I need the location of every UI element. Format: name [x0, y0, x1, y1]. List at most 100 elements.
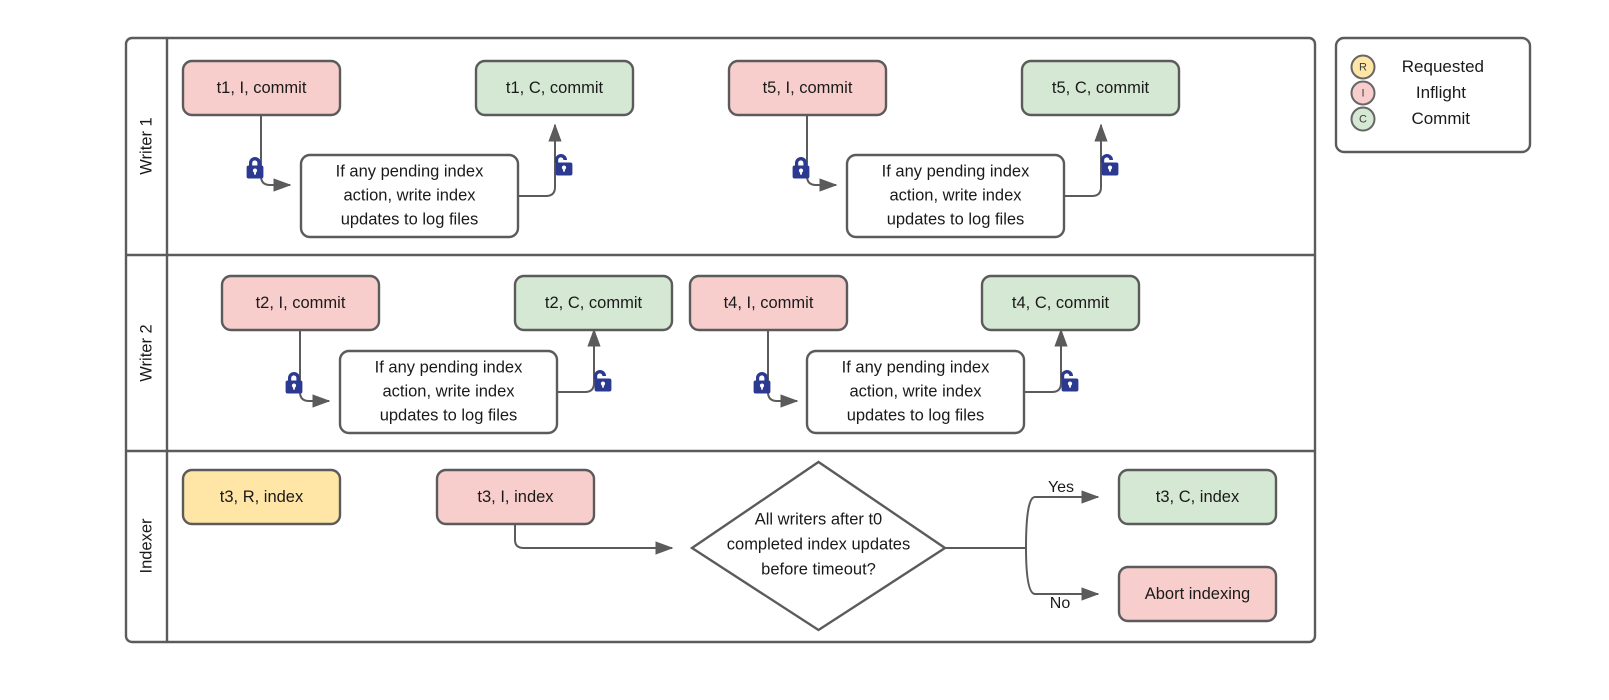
- node-shape[interactable]: [220, 274, 381, 332]
- node-label-line-3: updates to log files: [887, 210, 1025, 228]
- node-w1-process-2[interactable]: If any pending index action, write index…: [845, 153, 1066, 239]
- node-w2-t4-inflight[interactable]: t4, I, commit: [688, 274, 849, 332]
- edge-w1-process2-to-commit: [1064, 123, 1108, 197]
- lane-indexer: Yes No t3, R, index t3, I, index All wri…: [181, 460, 1278, 632]
- edge-w1-t5-to-process: [806, 115, 838, 192]
- lane-label-writer-2: Writer 2: [137, 324, 155, 381]
- node-label-line-2: action, write index: [889, 186, 1022, 204]
- node-indexer-abort[interactable]: Abort indexing: [1117, 565, 1278, 623]
- node-label: t3, C, index: [1156, 488, 1240, 506]
- node-label-line-2: action, write index: [849, 382, 982, 400]
- node-indexer-inflight[interactable]: t3, I, index: [435, 468, 596, 526]
- node-shape[interactable]: [689, 460, 948, 632]
- edge-w2-process2-to-commit: [1025, 328, 1068, 393]
- node-label: t2, I, commit: [256, 294, 346, 312]
- edge-w1-t1-to-process: [260, 115, 292, 192]
- node-shape[interactable]: [727, 59, 888, 117]
- node-label: t1, C, commit: [506, 79, 604, 97]
- node-shape[interactable]: [299, 153, 520, 239]
- node-indexer-decision[interactable]: All writers after t0 completed index upd…: [689, 460, 948, 632]
- edge-decision-yes: [1025, 490, 1100, 549]
- node-label: t3, R, index: [220, 488, 304, 506]
- node-label: t5, C, commit: [1052, 79, 1150, 97]
- node-shape[interactable]: [1117, 468, 1278, 526]
- node-w2-t4-commit[interactable]: t4, C, commit: [980, 274, 1141, 332]
- lane-label-indexer: Indexer: [137, 518, 155, 574]
- node-w2-t2-commit[interactable]: t2, C, commit: [513, 274, 674, 332]
- node-label: t4, I, commit: [724, 294, 814, 312]
- lock-closed-icon: [285, 372, 303, 394]
- edge-w2-process-to-commit: [557, 328, 601, 393]
- node-label: t1, I, commit: [217, 79, 307, 97]
- pool: Writer 1 Writer 2 Indexer: [124, 36, 1317, 644]
- legend-item-commit: C Commit: [1350, 106, 1470, 132]
- node-label-line-3: updates to log files: [380, 406, 518, 424]
- edge-label-no: No: [1050, 595, 1071, 612]
- node-shape[interactable]: [435, 468, 596, 526]
- legend-item-inflight: I Inflight: [1350, 80, 1466, 106]
- node-label-line-3: updates to log files: [341, 210, 479, 228]
- node-shape[interactable]: [688, 274, 849, 332]
- node-shape[interactable]: [980, 274, 1141, 332]
- commit-badge-icon: [1350, 106, 1376, 132]
- node-shape[interactable]: [1117, 565, 1278, 623]
- edge-decision-no: [1025, 547, 1100, 601]
- node-label-line-1: If any pending index: [882, 162, 1030, 180]
- inflight-badge-icon: [1350, 80, 1376, 106]
- node-label: t2, C, commit: [545, 294, 643, 312]
- node-shape[interactable]: [805, 349, 1026, 435]
- node-w1-process-1[interactable]: If any pending index action, write index…: [299, 153, 520, 239]
- lock-open-icon: [1101, 154, 1119, 176]
- lock-open-icon: [594, 370, 612, 392]
- node-shape[interactable]: [513, 274, 674, 332]
- lock-open-icon: [555, 154, 573, 176]
- node-indexer-commit[interactable]: t3, C, index: [1117, 468, 1278, 526]
- node-w1-t1-commit[interactable]: t1, C, commit: [474, 59, 635, 117]
- lock-closed-icon: [753, 372, 771, 394]
- node-w2-process-2[interactable]: If any pending index action, write index…: [805, 349, 1026, 435]
- node-label: Abort indexing: [1145, 585, 1251, 603]
- lock-closed-icon: [246, 157, 264, 179]
- lock-closed-icon: [792, 157, 810, 179]
- node-w1-t5-inflight[interactable]: t5, I, commit: [727, 59, 888, 117]
- node-w1-t5-commit[interactable]: t5, C, commit: [1020, 59, 1181, 117]
- node-shape[interactable]: [474, 59, 635, 117]
- legend-border: [1334, 36, 1532, 154]
- node-w2-process-1[interactable]: If any pending index action, write index…: [338, 349, 559, 435]
- lock-open-icon: [1061, 370, 1079, 392]
- legend-label-commit: Commit: [1411, 109, 1470, 128]
- node-label-line-2: action, write index: [343, 186, 476, 204]
- node-shape[interactable]: [181, 59, 342, 117]
- node-label: t4, C, commit: [1012, 294, 1110, 312]
- node-label-line-1: If any pending index: [375, 358, 523, 376]
- node-w2-t2-inflight[interactable]: t2, I, commit: [220, 274, 381, 332]
- node-shape[interactable]: [845, 153, 1066, 239]
- node-shape[interactable]: [181, 468, 342, 526]
- inflight-badge-letter: I: [1361, 87, 1364, 99]
- node-label-line-2: action, write index: [382, 382, 515, 400]
- node-label: t3, I, index: [477, 488, 554, 506]
- legend: R Requested I Inflight C Commit: [1334, 36, 1532, 154]
- legend-item-requested: R Requested: [1350, 54, 1484, 80]
- lane-label-writer-1: Writer 1: [137, 117, 155, 174]
- lane-writer-2: t2, I, commit t2, C, commit If any pendi…: [220, 274, 1141, 435]
- node-label-line-1: All writers after t0: [755, 510, 882, 528]
- node-label-line-2: completed index updates: [727, 535, 910, 553]
- node-label-line-3: before timeout?: [761, 560, 876, 578]
- commit-badge-letter: C: [1359, 113, 1367, 125]
- requested-badge-letter: R: [1359, 61, 1367, 73]
- lane-writer-1: t1, I, commit t1, C, commit If any pendi…: [181, 59, 1181, 239]
- legend-label-inflight: Inflight: [1416, 83, 1466, 102]
- node-w1-t1-inflight[interactable]: t1, I, commit: [181, 59, 342, 117]
- node-label-line-3: updates to log files: [847, 406, 985, 424]
- node-label-line-1: If any pending index: [336, 162, 484, 180]
- edge-label-yes: Yes: [1048, 479, 1074, 496]
- edge-w2-t2-to-process: [299, 330, 331, 408]
- node-indexer-requested[interactable]: t3, R, index: [181, 468, 342, 526]
- node-shape[interactable]: [1020, 59, 1181, 117]
- node-label-line-1: If any pending index: [842, 358, 990, 376]
- pool-border: [124, 36, 1317, 644]
- node-shape[interactable]: [338, 349, 559, 435]
- edge-w1-process-to-commit: [518, 123, 562, 197]
